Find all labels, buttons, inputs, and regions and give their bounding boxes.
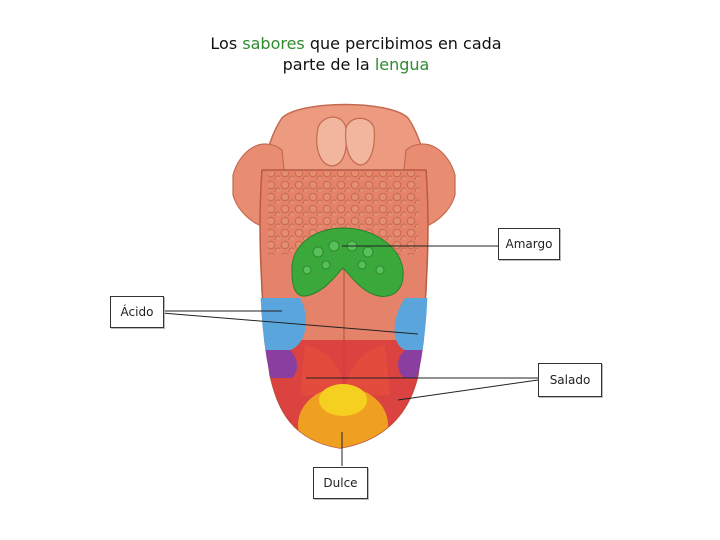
title-line-1: Los sabores que percibimos en cada [210, 34, 502, 53]
title-line-2: parte de la lengua [282, 55, 430, 74]
zone-purple-right [398, 350, 428, 378]
leader-sour-right [161, 312, 419, 335]
zone-bitter [291, 227, 404, 297]
title-highlight-sabores: sabores [242, 34, 305, 53]
zone-salty-inner-left [300, 345, 344, 395]
zone-purple-left [260, 350, 297, 378]
zone-sour-right [394, 298, 428, 350]
label-dulce: Dulce [313, 467, 368, 499]
zone-sweet-center [319, 384, 367, 416]
leader-lines [161, 245, 539, 466]
title-highlight-lengua: lengua [374, 55, 430, 74]
zone-salty-inner-right [345, 345, 390, 395]
diagram-title: Los sabores que percibimos en cada parte… [160, 33, 552, 75]
label-salado: Salado [538, 363, 602, 397]
label-amargo: Amargo [498, 228, 560, 260]
label-acido: Ácido [110, 296, 164, 328]
leader-salty-right [397, 379, 539, 401]
